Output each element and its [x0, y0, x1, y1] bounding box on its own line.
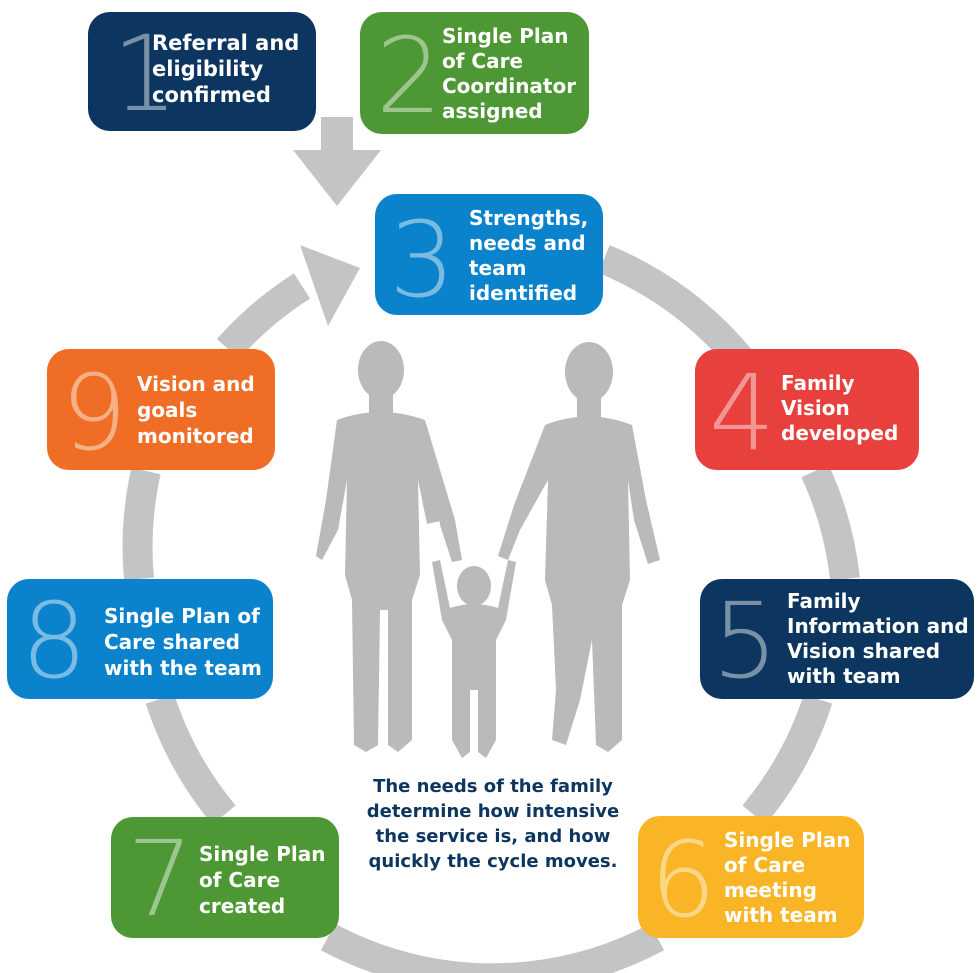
step-label: Single Plan of Care meeting with team — [724, 828, 851, 927]
ring-segment-8-9 — [122, 467, 161, 581]
family-silhouette — [316, 341, 660, 758]
step-2-box: 2 Single Plan of Care Coordinator assign… — [360, 12, 589, 134]
step-label: Referral and eligibility confirmed — [152, 31, 300, 107]
step-number: 5 — [712, 580, 779, 702]
step-7-box: 7 Single Plan of Care created — [111, 817, 339, 938]
step-label: Family Information and Vision shared wit… — [787, 589, 969, 688]
step-8-box: 8 Single Plan of Care shared with the te… — [7, 579, 273, 699]
step-number: 2 — [376, 15, 443, 137]
down-arrow-icon — [293, 117, 381, 206]
step-number: 6 — [650, 819, 717, 941]
cycle-ring — [122, 245, 860, 973]
cycle-arrow-icon — [300, 245, 360, 326]
step-label: Family Vision developed — [781, 371, 899, 445]
step-1-box: 1 Referral and eligibility confirmed — [88, 12, 316, 131]
step-label: Single Plan of Care Coordinator assigned — [442, 24, 577, 123]
step-3-box: 3 Strengths, needs and team identified — [375, 194, 603, 315]
step-4-box: 4 Family Vision developed — [695, 349, 919, 470]
step-number: 1 — [112, 13, 179, 135]
step-number: 9 — [61, 352, 128, 474]
step-label: Single Plan of Care created — [199, 842, 326, 918]
ring-segment-4-5 — [801, 464, 860, 581]
step-number: 3 — [389, 199, 456, 321]
step-label: Single Plan of Care shared with the team — [104, 604, 262, 680]
step-number: 4 — [709, 352, 776, 474]
step-number: 7 — [127, 818, 194, 940]
ring-segment-7-8 — [145, 694, 236, 825]
step-label: Vision and goals monitored — [137, 372, 255, 448]
ring-segment-6-7 — [320, 923, 665, 973]
center-caption: The needs of the family determine how in… — [366, 776, 620, 872]
step-9-box: 9 Vision and goals monitored — [47, 349, 275, 470]
step-number: 8 — [21, 580, 88, 702]
step-label: Strengths, needs and team identified — [469, 206, 589, 305]
ring-segment-5-6 — [742, 694, 833, 825]
ring-segment-9-3 — [216, 273, 311, 360]
step-5-box: 5 Family Information and Vision shared w… — [700, 579, 974, 699]
step-6-box: 6 Single Plan of Care meeting with team — [638, 816, 864, 938]
